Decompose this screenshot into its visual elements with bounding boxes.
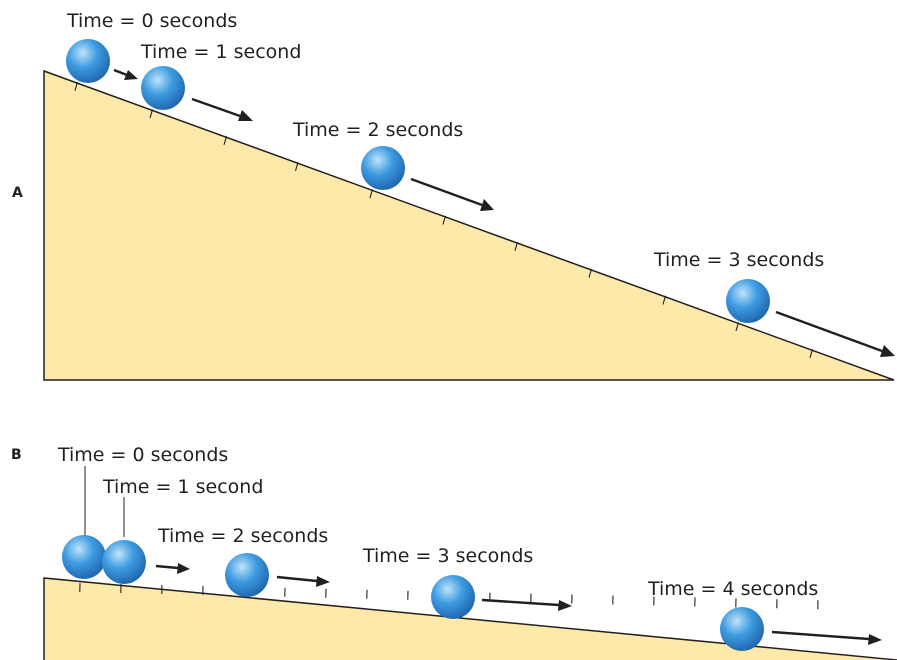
velocity-arrow-t1	[156, 563, 190, 574]
label-time-4: Time = 4 seconds	[647, 578, 818, 600]
velocity-arrow-t3	[482, 600, 572, 611]
steep-ramp	[44, 71, 894, 380]
velocity-arrow-t4	[772, 632, 882, 645]
ball-t4	[720, 607, 764, 651]
label-time-1: Time = 1 second	[102, 476, 263, 498]
label-time-0: Time = 0 seconds	[57, 444, 228, 466]
label-time-3: Time = 3 seconds	[653, 249, 824, 271]
label-time-2: Time = 2 seconds	[292, 119, 463, 141]
ball-t2	[361, 146, 405, 190]
panel-a-label: A	[12, 185, 23, 201]
panel-b: B	[11, 444, 897, 660]
label-time-0: Time = 0 seconds	[66, 10, 237, 32]
ball-t3	[431, 575, 475, 619]
label-time-1: Time = 1 second	[140, 41, 301, 63]
panel-a: A	[12, 10, 895, 380]
label-time-3: Time = 3 seconds	[362, 545, 533, 567]
ball-t3	[726, 279, 770, 323]
ball-t2	[225, 553, 269, 597]
label-time-2: Time = 2 seconds	[157, 525, 328, 547]
velocity-arrow-t2	[277, 576, 330, 587]
velocity-arrow-t1	[192, 99, 253, 121]
ball-t0	[62, 535, 106, 579]
ball-t1	[102, 540, 146, 584]
ball-t1	[141, 66, 185, 110]
panel-b-label: B	[11, 447, 22, 463]
velocity-arrow-t0	[114, 70, 138, 80]
ball-t0	[66, 39, 110, 83]
velocity-arrow-t2	[411, 179, 494, 211]
